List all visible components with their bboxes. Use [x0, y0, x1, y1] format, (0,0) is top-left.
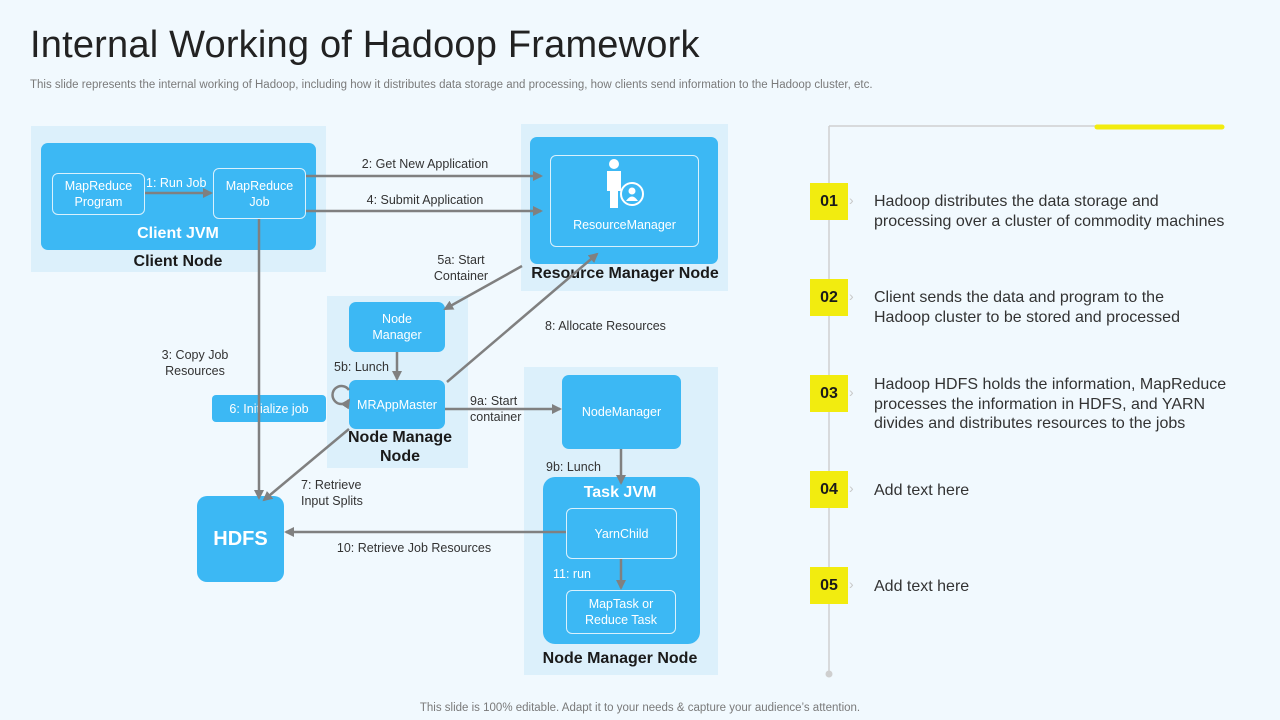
hdfs-box[interactable]: HDFS: [197, 496, 284, 582]
chevron-right-icon: ›: [849, 576, 854, 592]
node-manager-node-label: Node Manager Node: [542, 650, 698, 667]
chevron-right-icon: ›: [849, 384, 854, 400]
step-number: 05: [810, 567, 848, 604]
nodemanager-box[interactable]: NodeManager: [562, 375, 681, 449]
initialize-job-box[interactable]: 6: Initialize job: [212, 395, 326, 422]
step-text: Hadoop distributes the data storage and …: [874, 193, 1225, 230]
arrow-allocate: [446, 252, 599, 383]
label-retrieve-splits: 7: Retrieve Input Splits: [301, 478, 363, 508]
maptask-box[interactable]: MapTask or Reduce Task: [566, 590, 676, 634]
label-lunch-9b: 9b: Lunch: [546, 460, 601, 474]
yarnchild-box[interactable]: YarnChild: [566, 508, 677, 559]
mapreduce-job-box[interactable]: MapReduce Job: [213, 168, 306, 219]
resource-manager-label: ResourceManager: [573, 218, 676, 232]
resource-manager-box[interactable]: [550, 155, 699, 247]
mrappmaster-box[interactable]: MRAppMaster: [349, 380, 445, 429]
page-title: Internal Working of Hadoop Framework: [30, 24, 700, 66]
client-node-label: Client Node: [133, 253, 223, 270]
manager-user-icon: [602, 158, 646, 210]
footer-note: This slide is 100% editable. Adapt it to…: [419, 702, 861, 714]
step-text: Hadoop HDFS holds the information, MapRe…: [874, 376, 1227, 432]
label-allocate: 8: Allocate Resources: [545, 319, 666, 333]
step-text: Client sends the data and program to the…: [874, 289, 1180, 326]
client-jvm-label: Client JVM: [137, 225, 219, 242]
client-jvm-box: [41, 143, 316, 250]
page-subtitle: This slide represents the internal worki…: [30, 79, 873, 91]
mapreduce-program-box[interactable]: MapReduce Program: [52, 173, 145, 215]
label-start-container-9a: 9a: Start container: [470, 394, 522, 424]
arrow-retrieve-splits: [262, 428, 350, 502]
step-text: Add text here: [874, 482, 970, 499]
arrow-lunch-5b-loop: [331, 384, 351, 410]
label-copy-job: 3: Copy Job Resources: [161, 348, 229, 378]
arrow-start-container-5a: [443, 264, 523, 311]
label-start-container-5a: 5a: Start Container: [433, 253, 489, 283]
step-text: Add text here: [874, 578, 970, 595]
chevron-right-icon: ›: [849, 288, 854, 304]
label-submit-app: 4: Submit Application: [366, 193, 484, 207]
label-lunch-5b: 5b: Lunch: [334, 360, 389, 374]
node-manager-box[interactable]: Node Manager: [349, 302, 445, 352]
label-get-new-app: 2: Get New Application: [361, 157, 489, 171]
label-run-job: 1: Run Job: [146, 176, 207, 190]
task-jvm-label: Task JVM: [583, 484, 657, 501]
step-number: 04: [810, 471, 848, 508]
chevron-right-icon: ›: [849, 192, 854, 208]
label-run-11: 11: run: [553, 567, 591, 581]
label-retrieve-job-res: 10: Retrieve Job Resources: [336, 541, 492, 555]
step-number: 03: [810, 375, 848, 412]
step-number: 02: [810, 279, 848, 316]
chevron-right-icon: ›: [849, 480, 854, 496]
step-number: 01: [810, 183, 848, 220]
node-manage-node-label: Node Manage Node: [347, 429, 452, 465]
